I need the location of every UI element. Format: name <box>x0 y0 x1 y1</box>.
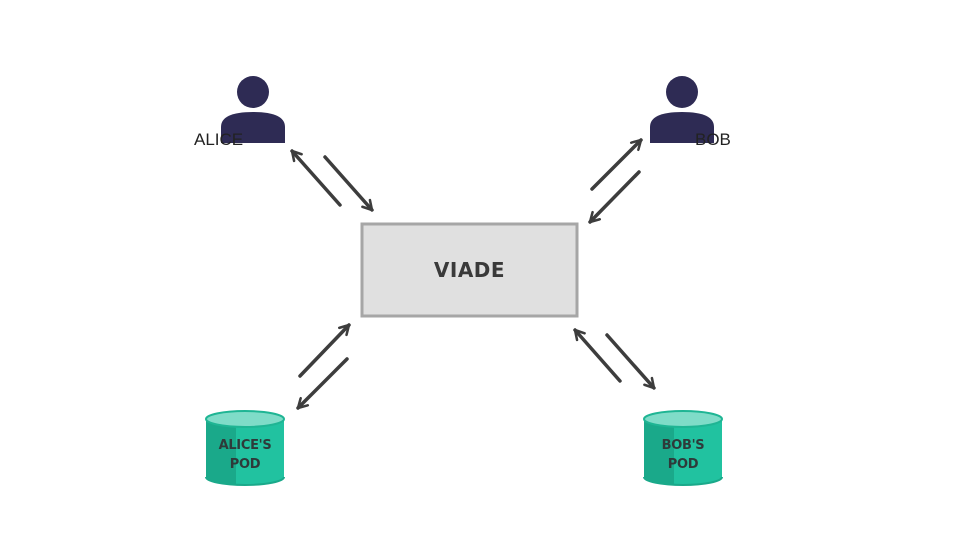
bob-pod-database-icon <box>643 410 723 486</box>
bob-label: BOB <box>695 130 731 149</box>
arrow-viade-to-bob-pod <box>605 333 656 390</box>
alice-pod-label-line1: ALICE'S <box>218 438 272 453</box>
arrow-bob-pod-to-viade <box>573 328 622 383</box>
arrow-viade-to-bob <box>590 138 643 191</box>
bob-user-icon <box>650 76 714 143</box>
viade-box <box>360 222 579 318</box>
bob-viade-arrows <box>588 138 643 224</box>
alice-pod-database-icon <box>205 410 285 486</box>
alice-user-icon <box>221 76 285 143</box>
arrow-viade-to-alice <box>290 149 342 207</box>
arrow-alice-to-viade <box>323 155 374 212</box>
alice-viade-arrows <box>290 149 374 212</box>
viade-label: VIADE <box>433 258 506 282</box>
arrow-bob-to-viade <box>588 170 641 224</box>
alice-pod-viade-arrows <box>296 323 351 410</box>
alice-pod-label: ALICE'S POD <box>206 436 284 474</box>
bob-pod-viade-arrows <box>573 328 656 390</box>
alice-label: ALICE <box>194 130 244 149</box>
bob-pod-label-line2: POD <box>667 457 699 472</box>
arrow-viade-to-alice-pod <box>296 357 349 410</box>
bob-pod-label: BOB'S POD <box>644 436 722 474</box>
alice-pod-label-line2: POD <box>229 457 261 472</box>
bob-pod-label-line1: BOB'S <box>661 438 705 453</box>
arrow-alice-pod-to-viade <box>298 323 351 378</box>
